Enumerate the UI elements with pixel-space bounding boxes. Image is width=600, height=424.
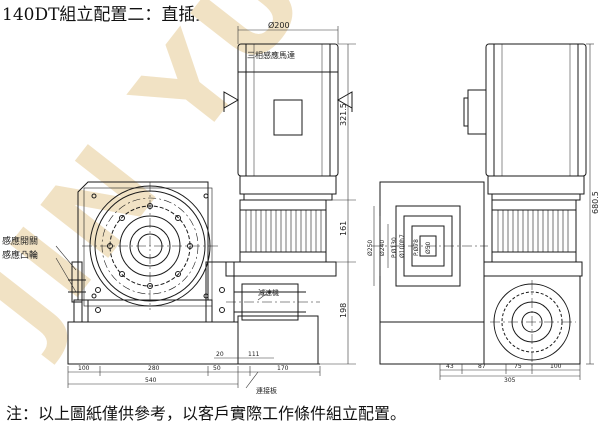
reducer-side-view xyxy=(483,199,583,277)
dim-bottom-50: 50 xyxy=(213,365,221,372)
dim-p-d78: P.Ø78 xyxy=(413,239,420,256)
dim-d240: Ø240 xyxy=(379,240,386,256)
dim-total-height: 680.5 xyxy=(591,191,600,214)
dim-reducer-height: 161 xyxy=(339,221,348,236)
dim-total-540: 540 xyxy=(145,377,157,384)
reducer-front-view xyxy=(225,199,337,277)
indexer-side-view xyxy=(372,181,581,366)
connector-plate-label: 連接板 xyxy=(256,386,277,395)
coupling-shaft xyxy=(226,283,320,321)
dim-bottom-170: 170 xyxy=(277,365,289,372)
motor-label: 三相感應馬達 xyxy=(247,50,295,60)
base-plate xyxy=(67,315,320,365)
reducer-label: 減速機 xyxy=(258,288,279,297)
dim-motor-dia: Ø200 xyxy=(268,20,290,30)
dim-d100h7: Ø100h7 xyxy=(399,234,406,258)
indexer-front-view xyxy=(77,181,235,323)
dim-p-d130: P.Ø130 xyxy=(391,237,398,258)
dim-motor-height: 321.5 xyxy=(339,103,348,126)
dim-d250: Ø250 xyxy=(367,240,374,256)
footer-note: 注：以上圖紙僅供參考，以客戶實際工作條件組立配置。 xyxy=(6,404,407,423)
motor-side-view xyxy=(463,43,587,201)
dim-side-305: 305 xyxy=(504,377,516,384)
dimension-texts: Ø200 321.5 161 198 680.5 100 280 50 170 … xyxy=(78,20,600,384)
dim-bottom-280: 280 xyxy=(148,365,160,372)
dim-20: 20 xyxy=(216,351,224,358)
dim-side-75: 75 xyxy=(514,363,522,370)
sensor-switch-label: 感應開關 xyxy=(2,235,38,247)
dim-base-height: 198 xyxy=(339,303,348,318)
motor-front-view xyxy=(223,43,353,201)
dim-side-100: 100 xyxy=(550,363,562,370)
sensor-cam-label: 感應凸輪 xyxy=(2,249,38,261)
dim-side-43: 43 xyxy=(446,363,454,370)
dim-111: 111 xyxy=(248,351,260,358)
drawing-title: 140DT組立配置二：直插式 xyxy=(2,5,213,25)
dim-bottom-100: 100 xyxy=(78,365,90,372)
dim-side-87: 87 xyxy=(478,363,486,370)
labels: 三相感應馬達 減速機 連接板 感應開關 感應凸輪 xyxy=(2,50,295,395)
dim-d50: Ø50 xyxy=(425,241,432,254)
